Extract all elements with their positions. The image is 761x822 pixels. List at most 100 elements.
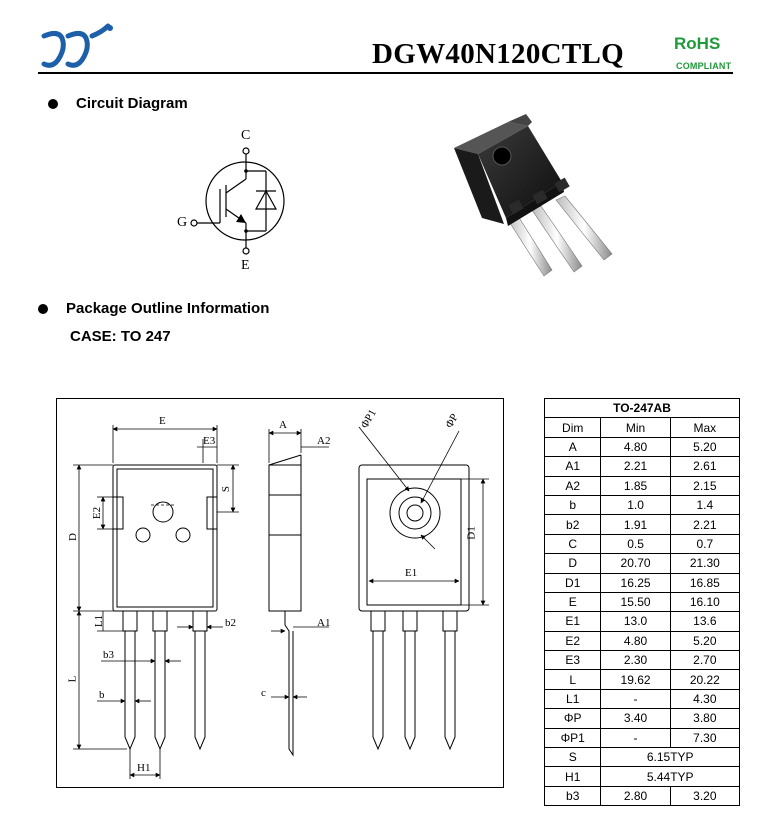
cell-typ: 5.44TYP <box>600 766 740 787</box>
table-title-row: TO-247AB <box>544 397 740 419</box>
cell-dim: E2 <box>543 630 602 652</box>
cell-max: 21.30 <box>669 553 741 574</box>
rohs-label: RoHS <box>674 34 721 53</box>
cell-dim: b <box>543 494 602 516</box>
cell-min: 20.70 <box>600 553 671 574</box>
dim-label-a2: A2 <box>317 435 331 447</box>
cell-max: 5.20 <box>669 436 741 458</box>
dim-label-e3: E3 <box>203 435 216 447</box>
cell-dim: S <box>543 747 602 768</box>
dim-label-l1: L1 <box>93 614 106 628</box>
cell-max: 3.80 <box>669 708 741 729</box>
dim-label-e1: E1 <box>405 567 418 579</box>
cell-min: 2.30 <box>600 650 671 671</box>
cell-max: 1.4 <box>669 494 741 516</box>
header-rule <box>38 72 733 74</box>
table-row: ΦP1-7.30 <box>543 727 741 749</box>
cell-max: 20.22 <box>669 669 741 690</box>
cell-min: - <box>600 688 671 710</box>
cell-dim: C <box>543 533 602 555</box>
cell-max: 7.30 <box>669 727 741 749</box>
dim-label-h1: H1 <box>137 762 151 774</box>
cell-dim: H1 <box>543 766 602 787</box>
collector-label: C <box>241 128 251 143</box>
cell-max: 2.15 <box>669 475 741 496</box>
cell-max: 0.7 <box>669 533 741 555</box>
dim-label-d: D <box>66 533 79 541</box>
cell-max: 5.20 <box>669 630 741 652</box>
cell-dim: ΦP1 <box>543 727 602 749</box>
cell-min: 2.80 <box>600 785 671 807</box>
dim-label-b2: b2 <box>225 617 236 629</box>
cell-min: 15.50 <box>600 591 671 613</box>
dim-label-d1: D1 <box>465 526 478 540</box>
cell-dim: D1 <box>543 572 602 593</box>
bullet-icon <box>48 99 58 109</box>
dim-label-e2: E2 <box>91 506 104 520</box>
cell-min: 0.5 <box>600 533 671 555</box>
package-photo <box>454 114 613 277</box>
circuit-diagram-heading: Circuit Diagram <box>76 95 188 112</box>
cell-dim: A2 <box>543 475 602 496</box>
cell-max: 16.10 <box>669 591 741 613</box>
cell-min: - <box>600 727 671 749</box>
dim-label-a: A <box>279 419 287 431</box>
header-dim: Dim <box>543 417 602 438</box>
dim-label-l: L <box>66 675 79 683</box>
cell-min: 13.0 <box>600 611 671 632</box>
cell-dim: b2 <box>543 514 602 535</box>
cell-typ: 6.15TYP <box>600 747 740 768</box>
cell-dim: ΦP <box>543 708 602 729</box>
emitter-label: E <box>241 258 250 273</box>
table-row: L1-4.30 <box>543 688 741 710</box>
dim-label-a1: A1 <box>317 617 331 629</box>
cell-dim: E <box>543 591 602 613</box>
cell-dim: L <box>543 669 602 690</box>
cell-dim: L1 <box>543 688 602 710</box>
cell-dim: D <box>543 553 602 574</box>
cell-dim: A <box>543 436 602 458</box>
cell-max: 2.21 <box>669 514 741 535</box>
package-outline-drawing: E E3 S E2 D L1 b2 b3 L b H1 A A2 A1 c ΦP… <box>56 398 504 788</box>
cell-min: 4.80 <box>600 630 671 652</box>
table-title: TO-247AB <box>544 397 740 419</box>
cell-min: 2.21 <box>600 456 671 477</box>
company-logo <box>41 23 113 68</box>
cell-max: 16.85 <box>669 572 741 593</box>
case-label: CASE: TO 247 <box>70 328 171 345</box>
part-number: DGW40N120CTLQ <box>372 38 625 70</box>
cell-min: 16.25 <box>600 572 671 593</box>
dim-label-s: S <box>220 485 233 493</box>
cell-dim: E1 <box>543 611 602 632</box>
cell-min: 1.0 <box>600 494 671 516</box>
dim-label-e: E <box>159 415 166 427</box>
cell-max: 2.61 <box>669 456 741 477</box>
dim-label-b3: b3 <box>103 649 114 661</box>
cell-min: 1.91 <box>600 514 671 535</box>
cell-max: 2.70 <box>669 650 741 671</box>
cell-min: 4.80 <box>600 436 671 458</box>
cell-max: 3.20 <box>669 785 741 807</box>
cell-min: 1.85 <box>600 475 671 496</box>
cell-max: 4.30 <box>669 688 741 710</box>
cell-min: 19.62 <box>600 669 671 690</box>
cell-min: 3.40 <box>600 708 671 729</box>
igbt-circuit-symbol <box>190 147 285 255</box>
compliant-label: COMPLIANT <box>676 61 732 71</box>
